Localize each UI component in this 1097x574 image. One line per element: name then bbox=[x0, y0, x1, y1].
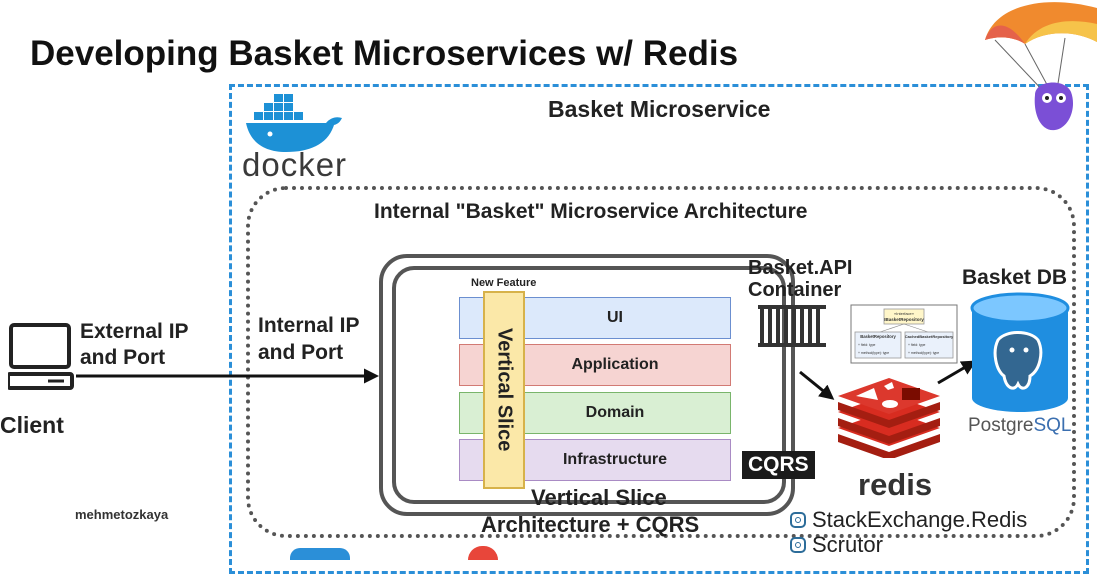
uml-class-diagram: «Interface» IBasketRepository BasketRepo… bbox=[850, 304, 958, 364]
internal-port-label: and Port bbox=[258, 341, 344, 364]
library-label: StackExchange.Redis bbox=[812, 507, 1028, 532]
library-item: Scrutor bbox=[790, 532, 883, 558]
postgres-pre: Postgre bbox=[968, 415, 1034, 436]
internal-ip-label: Internal IP bbox=[258, 314, 360, 337]
vertical-slice-band: Vertical Slice bbox=[483, 291, 525, 489]
arch-caption-line1: Vertical Slice bbox=[531, 485, 667, 510]
package-icon bbox=[790, 512, 806, 528]
page-title: Developing Basket Microservices w/ Redis bbox=[30, 34, 739, 73]
internal-architecture-label: Internal "Basket" Microservice Architect… bbox=[374, 200, 808, 223]
container-label-line1: Basket.API bbox=[748, 257, 853, 279]
client-computer-icon bbox=[6, 322, 74, 392]
redis-label: redis bbox=[858, 467, 933, 502]
uml-interface-name: IBasketRepository bbox=[884, 317, 924, 322]
external-ip-label: External IP bbox=[80, 320, 189, 343]
container-label-line2: Container bbox=[748, 279, 842, 301]
cqrs-badge: CQRS bbox=[742, 451, 815, 479]
external-port-label: and Port bbox=[80, 346, 166, 369]
uml-class2-method: + method(type): type bbox=[908, 351, 939, 355]
uml-class1-name: BasketRepository bbox=[860, 334, 896, 339]
layer-infrastructure-label: Infrastructure bbox=[562, 451, 668, 468]
postgresql-wordmark: PostgreSQL bbox=[968, 415, 1072, 437]
container-frame-outer bbox=[379, 254, 795, 516]
uml-class2-name: CachedBasketRepository bbox=[905, 334, 954, 339]
uml-class1-method: + method(type): type bbox=[858, 351, 889, 355]
author-label: mehmetozkaya bbox=[75, 507, 169, 522]
container-frame-inner bbox=[392, 266, 786, 504]
library-item: StackExchange.Redis bbox=[790, 507, 1027, 533]
uml-class2-field: + field: type bbox=[908, 343, 926, 347]
layer-ui-label: UI bbox=[607, 309, 623, 326]
client-label: Client bbox=[0, 412, 64, 438]
uml-class1-field: + field: type bbox=[858, 343, 876, 347]
internal-architecture-boundary bbox=[246, 186, 1076, 538]
container-port-icon bbox=[758, 305, 826, 347]
cropped-decoration bbox=[290, 548, 350, 560]
redis-to-db-arrow bbox=[937, 360, 977, 385]
basket-db-label: Basket DB bbox=[962, 266, 1068, 289]
docker-whale-icon bbox=[246, 94, 342, 152]
uml-interface-stereo: «Interface» bbox=[894, 311, 915, 316]
redis-logo-icon bbox=[834, 378, 944, 460]
parachute-mascot-icon bbox=[985, 0, 1097, 135]
docker-wordmark: docker bbox=[242, 146, 348, 183]
connector-lines bbox=[76, 254, 977, 516]
layer-domain-label: Domain bbox=[585, 404, 645, 421]
postgres-elephant-icon bbox=[993, 331, 1043, 390]
library-label: Scrutor bbox=[812, 532, 883, 557]
database-cylinder-icon bbox=[968, 292, 1072, 418]
container-to-redis-arrow bbox=[799, 370, 835, 400]
vertical-slice-label: Vertical Slice bbox=[493, 328, 516, 452]
new-feature-label: New Feature bbox=[471, 277, 537, 289]
arch-caption-line2: Architecture + CQRS bbox=[481, 512, 700, 537]
postgres-post: SQL bbox=[1033, 415, 1072, 436]
layer-application-label: Application bbox=[571, 356, 659, 373]
package-icon bbox=[790, 537, 806, 553]
docker-logo: docker bbox=[240, 88, 350, 183]
basket-microservice-label: Basket Microservice bbox=[548, 96, 771, 122]
